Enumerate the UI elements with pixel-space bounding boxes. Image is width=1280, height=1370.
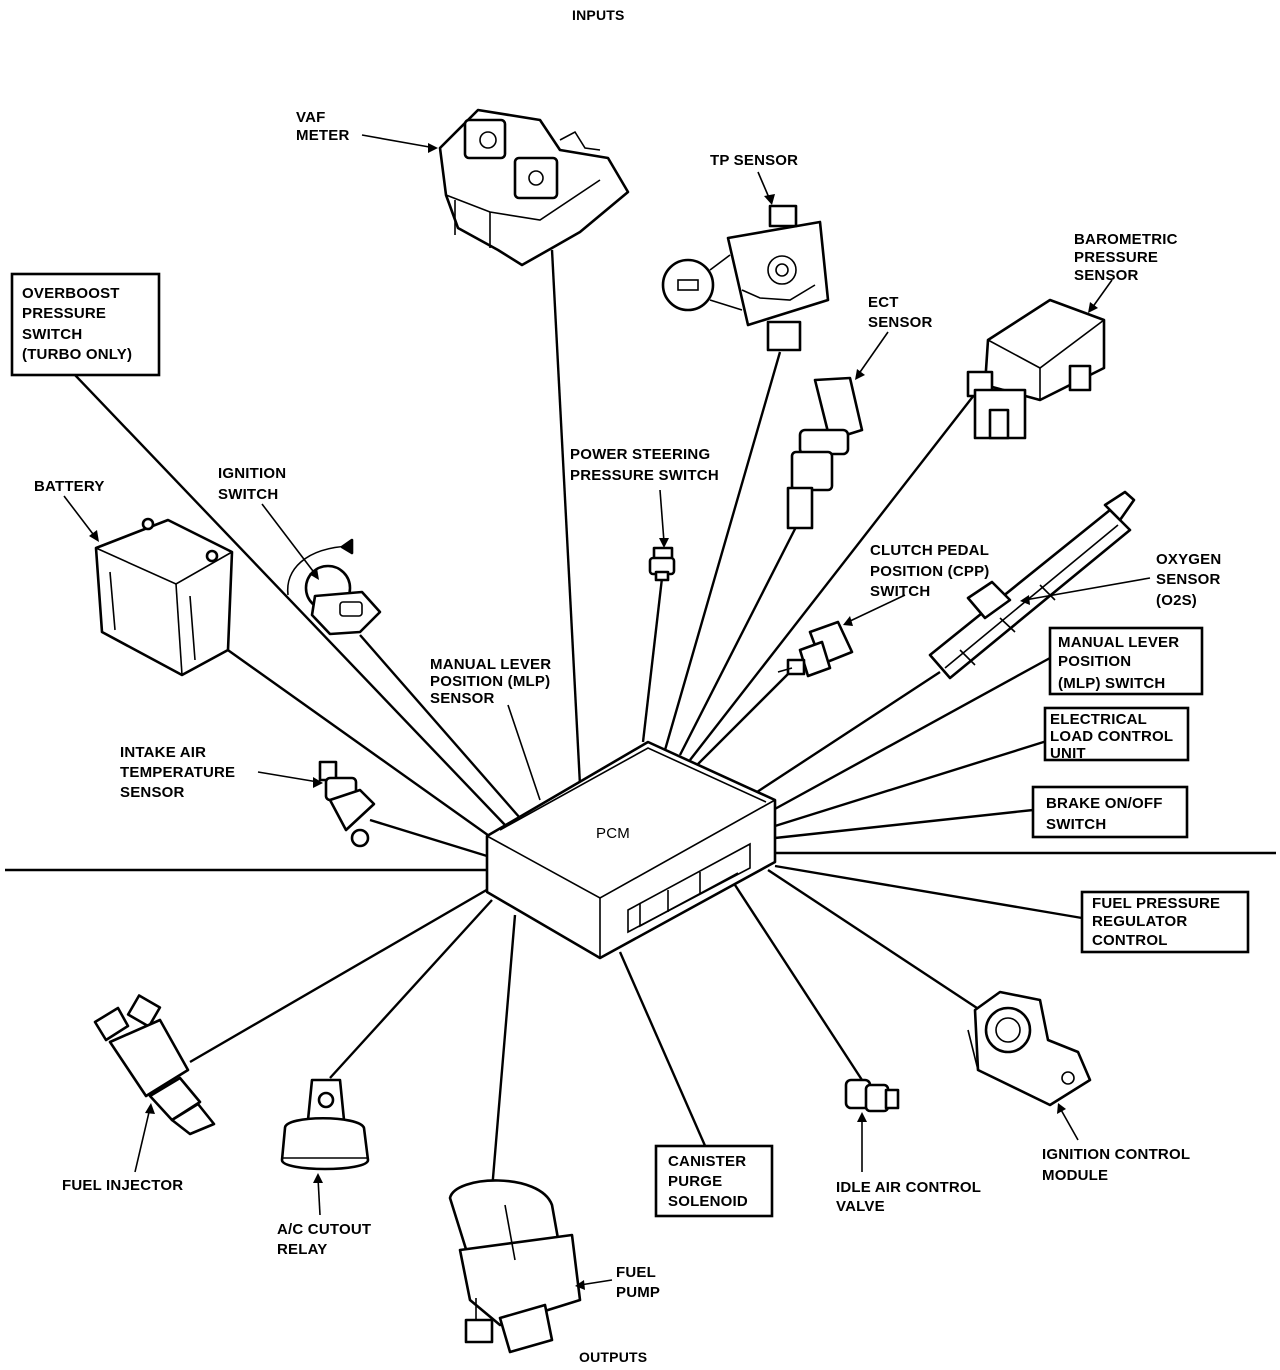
- wire-overboost-switch: [74, 374, 506, 826]
- fuel-injector-drawing: [93, 994, 216, 1136]
- power-steering-switch-drawing: [648, 546, 676, 582]
- wire-fuel-pressure-regulator: [774, 864, 1083, 920]
- fuel-injector-label: FUEL INJECTOR: [62, 1177, 183, 1194]
- brake-switch-box: [1031, 785, 1189, 839]
- inputs-heading: INPUTS: [572, 7, 625, 23]
- fuel-pressure-regulator-box: [1080, 890, 1250, 954]
- idle-air-valve-label: IDLE AIR CONTROL VALVE: [836, 1179, 985, 1215]
- tp-sensor-label: TP SENSOR: [710, 152, 798, 169]
- ignition-module-drawing: [967, 990, 1092, 1107]
- overboost-switch-box: [10, 272, 161, 377]
- pcm-module: PCM: [485, 740, 777, 960]
- ignition-module-label: IGNITION CONTROL MODULE: [1042, 1146, 1194, 1184]
- electrical-load-unit-label: ELECTRICAL LOAD CONTROL UNIT: [1050, 711, 1177, 762]
- wire-canister-purge: [618, 951, 708, 1149]
- ect-sensor-label: ECT SENSOR: [868, 294, 933, 331]
- wire-idle-air-valve: [733, 884, 864, 1081]
- ect-sensor-drawing: [786, 376, 864, 530]
- intake-air-sensor-label: INTAKE AIR TEMPERATURE SENSOR: [120, 744, 240, 801]
- mlp-switch-box: [1048, 626, 1204, 696]
- clutch-switch-label: CLUTCH PEDAL POSITION (CPP) SWITCH: [870, 542, 994, 600]
- battery-drawing: [94, 517, 234, 677]
- canister-purge-box: [654, 1144, 774, 1218]
- wire-tp-sensor: [663, 351, 782, 751]
- wire-electrical-load-unit: [774, 738, 1051, 828]
- wire-power-steering-switch: [641, 577, 664, 743]
- fuel-pump-drawing: [448, 1179, 582, 1354]
- wire-intake-air-sensor: [369, 818, 488, 858]
- wire-ignition-switch: [359, 634, 521, 819]
- intake-air-sensor-drawing: [318, 760, 376, 848]
- electrical-load-unit-box: [1043, 706, 1190, 762]
- wire-brake-switch: [774, 808, 1034, 840]
- wire-battery: [224, 647, 493, 839]
- mlp-sensor-label: MANUAL LEVER POSITION (MLP) SENSOR: [430, 656, 556, 707]
- vaf-meter-drawing: [438, 108, 630, 267]
- overboost-switch-label: OVERBOOST PRESSURE SWITCH (TURBO ONLY): [22, 285, 132, 363]
- wire-barometric-sensor: [689, 389, 979, 761]
- ac-cutout-relay-label: A/C CUTOUT RELAY: [277, 1221, 376, 1258]
- wire-mlp-switch: [772, 656, 1051, 812]
- idle-air-valve-drawing: [844, 1078, 900, 1113]
- outputs-heading: OUTPUTS: [579, 1349, 647, 1365]
- ac-cutout-relay-drawing: [280, 1078, 370, 1171]
- oxygen-sensor-drawing: [928, 490, 1136, 680]
- brake-switch-label: BRAKE ON/OFF SWITCH: [1046, 795, 1167, 833]
- oxygen-sensor-label: OXYGEN SENSOR (O2S): [1156, 551, 1226, 609]
- battery-label: BATTERY: [34, 478, 105, 495]
- wire-ac-cutout-relay: [329, 899, 493, 1079]
- ignition-switch-label: IGNITION SWITCH: [218, 465, 291, 503]
- mlp-switch-label: MANUAL LEVER POSITION (MLP) SWITCH: [1058, 634, 1184, 692]
- canister-purge-label: CANISTER PURGE SOLENOID: [668, 1153, 751, 1210]
- output-wires: [189, 864, 1083, 1191]
- tp-sensor-drawing: [661, 204, 830, 352]
- wire-oxygen-sensor: [756, 670, 941, 794]
- barometric-sensor-label: BAROMETRIC PRESSURE SENSOR: [1074, 231, 1182, 284]
- fuel-pressure-regulator-label: FUEL PRESSURE REGULATOR CONTROL: [1092, 895, 1225, 949]
- wire-ect-sensor: [678, 524, 799, 756]
- fuel-pump-label: FUEL PUMP: [616, 1264, 660, 1301]
- power-steering-switch-label: POWER STEERING PRESSURE SWITCH: [570, 446, 719, 484]
- wire-fuel-injector: [189, 886, 491, 1064]
- wire-ignition-module: [767, 868, 981, 1012]
- leader-lines: [63, 134, 1151, 1290]
- io-divider: [5, 851, 1276, 872]
- ignition-switch-drawing: [286, 538, 382, 636]
- wire-vaf-meter: [550, 249, 582, 786]
- barometric-sensor-drawing: [966, 298, 1106, 440]
- wire-fuel-pump: [490, 914, 517, 1191]
- pcm-label: PCM: [596, 825, 630, 842]
- vaf-meter-label: VAF METER: [296, 109, 350, 144]
- clutch-switch-drawing: [777, 620, 854, 678]
